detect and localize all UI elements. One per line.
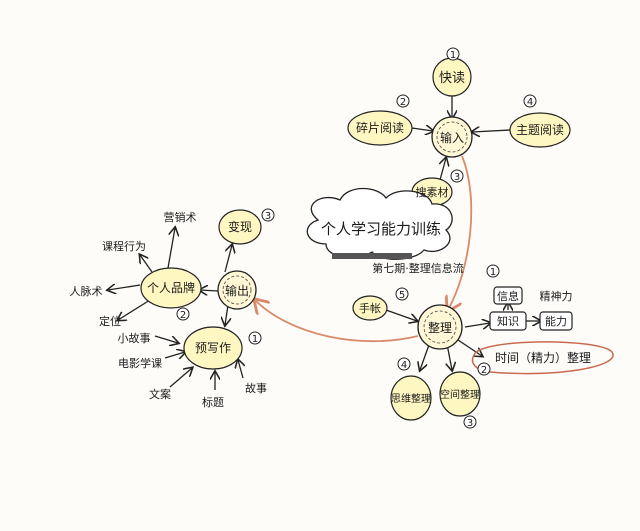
node-hand-account-shape (352, 295, 388, 321)
node-theme-reading-shape (509, 112, 571, 148)
arrow-tale (238, 360, 243, 379)
leaf-headline: 标题 (202, 395, 224, 409)
leaf-film: 电影学课 (118, 356, 162, 370)
hub-output (217, 270, 257, 310)
label-theme-reading: 主题阅读 (516, 123, 564, 137)
node-knowledge-shape (489, 311, 527, 331)
arrow-positioning (118, 299, 151, 320)
badge-speed-reading: 1 (450, 50, 456, 61)
label-knowledge: 知识 (497, 314, 519, 328)
leaf-course: 课程行为 (102, 240, 146, 253)
label-space: 空间整理 (440, 388, 480, 401)
arrow-network (108, 285, 141, 290)
leaf-positioning: 定位 (99, 314, 121, 328)
arrow-personal-brand (200, 290, 219, 291)
leaf-tale: 故事 (245, 381, 267, 395)
flow-input-to-organize (448, 155, 473, 310)
node-monetize-shape (218, 209, 262, 245)
arrow-marketing (167, 228, 175, 269)
arrow-monetize (224, 245, 232, 273)
label-focus: 精神力 (540, 289, 573, 303)
node-fragment-reading-shape (347, 110, 413, 146)
arrow-course (140, 255, 153, 273)
main-flow (255, 155, 473, 343)
label-fragment-reading: 碎片阅读 (356, 120, 404, 135)
arrow-space (447, 343, 452, 370)
leaf-copywriting: 文案 (149, 387, 171, 401)
leaf-marketing: 营销术 (164, 210, 197, 224)
leaf-network: 人脉术 (70, 284, 103, 298)
label-ability: 能力 (545, 314, 567, 328)
badge-personal-brand: 2 (180, 310, 186, 321)
arrow-fragment-reading (411, 128, 433, 131)
arrow-search (440, 158, 446, 181)
hub-input (431, 116, 473, 158)
label-hub-input: 输入 (440, 130, 464, 145)
text-labels: 快读 1 碎片阅读 2 主题阅读 4 搜素材 3 输入 个人学习能力训练 第七期… (70, 50, 592, 429)
arrow-knowledge (464, 323, 490, 327)
arrow-theme-reading (472, 130, 511, 132)
flow-organize-to-output (255, 300, 419, 343)
badge-fragment-reading: 2 (400, 97, 406, 108)
arrow-copywriting (169, 368, 192, 388)
label-speed-reading: 快读 (439, 71, 465, 86)
badge-hand-account: 5 (399, 290, 405, 301)
arrow-preview-writing (225, 304, 228, 325)
hub-organize (417, 304, 463, 350)
label-info: 信息 (497, 289, 519, 303)
label-time: 时间（精力）整理 (495, 350, 591, 365)
label-thinking: 思维整理 (391, 392, 431, 405)
node-preview-writing-shape (183, 326, 243, 370)
node-info-shape (493, 286, 523, 305)
label-monetize: 变现 (228, 219, 252, 234)
arrow-hand-account (385, 309, 417, 321)
node-space-shape (439, 371, 481, 417)
badge-time: 2 (481, 365, 487, 376)
number-badges (176, 47, 537, 429)
arrow-film (164, 352, 185, 358)
node-ability-shape (539, 311, 573, 331)
badge-search: 3 (454, 172, 460, 183)
connectors (108, 95, 540, 390)
badge-space: 3 (467, 418, 473, 429)
badge-theme-reading: 4 (527, 97, 533, 108)
diagram-subtitle: 第七期·整理信息流 (372, 261, 464, 275)
badge-info: 1 (490, 267, 496, 278)
title-underline (332, 253, 412, 259)
arrow-story (154, 335, 178, 343)
node-personal-brand-shape (140, 267, 202, 309)
label-hub-output: 输出 (225, 283, 249, 298)
label-hub-organize: 整理 (428, 320, 452, 335)
knowledge-boxes (489, 286, 573, 331)
badge-thinking: 4 (401, 360, 407, 371)
diagram-title: 个人学习能力训练 (321, 220, 441, 238)
label-search: 搜素材 (416, 185, 449, 199)
badge-preview-writing: 1 (252, 334, 258, 345)
label-personal-brand: 个人品牌 (147, 281, 195, 295)
leaf-story: 小故事 (118, 331, 151, 345)
arrow-time (457, 339, 482, 356)
arrow-thinking (420, 341, 431, 370)
label-hand-account: 手帐 (359, 301, 381, 315)
node-thinking-shape (390, 375, 432, 421)
badge-monetize: 3 (265, 211, 271, 222)
label-preview-writing: 预写作 (195, 341, 231, 355)
